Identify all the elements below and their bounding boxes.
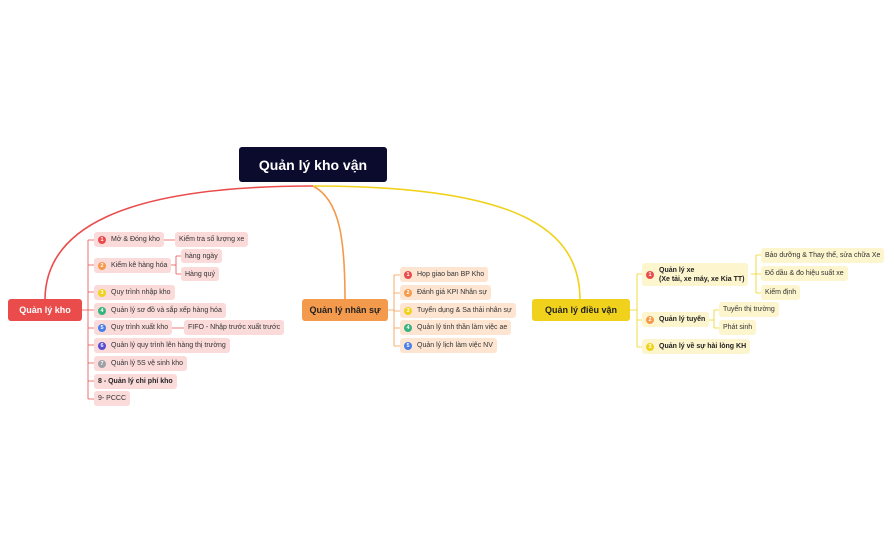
nhansu-item-2[interactable]: 2 Đánh giá KPI Nhân sự (400, 285, 492, 300)
link-root-kho (44, 185, 314, 301)
badge-2-icon: 2 (98, 261, 106, 270)
link-root-dieuvan (312, 185, 581, 301)
nhansu-item-3[interactable]: 3 Tuyển dụng & Sa thải nhân sự (400, 303, 516, 318)
badge-3-icon: 3 (98, 288, 106, 297)
dieuvan-item-2[interactable]: 2 Quản lý tuyến (642, 312, 710, 327)
kho-item-1-label: Mở & Đóng kho (111, 236, 160, 243)
dieuvan-item-3-label: Quản lý về sự hài lòng KH (659, 343, 747, 350)
kho-item-2-label: Kiểm kê hàng hóa (111, 262, 168, 269)
dieuvan-item-1-child-2[interactable]: Đổ dầu & đo hiệu suất xe (761, 266, 848, 281)
dieuvan-item-1-child-1[interactable]: Bảo dưỡng & Thay thế, sửa chữa Xe (761, 248, 885, 263)
badge-5-icon: 5 (404, 341, 412, 350)
link-dieuvan-children (630, 273, 642, 348)
kho-item-5-child-1[interactable]: FIFO - Nhập trước xuất trước (184, 320, 285, 335)
kho-item-2-child-2[interactable]: Hàng quý (181, 267, 219, 281)
nhansu-item-3-label: Tuyển dụng & Sa thải nhân sự (417, 307, 512, 314)
badge-1-icon: 1 (98, 235, 106, 244)
nhansu-item-1-label: Họp giao ban BP Kho (417, 271, 485, 278)
kho-item-8[interactable]: 8 - Quản lý chi phí kho (94, 374, 177, 389)
dieuvan-item-2-child-2[interactable]: Phát sinh (719, 320, 757, 335)
dieuvan-item-1[interactable]: 1 Quản lý xe (Xe tải, xe máy, xe Kia TT) (642, 263, 749, 286)
link-kho-sub (161, 239, 184, 329)
dieuvan-item-1-sublabel: (Xe tải, xe máy, xe Kia TT) (659, 275, 745, 283)
link-kho-children (82, 239, 94, 400)
nhansu-item-2-label: Đánh giá KPI Nhân sự (417, 289, 488, 296)
branch-kho[interactable]: Quản lý kho (8, 299, 82, 321)
badge-1-icon: 1 (646, 270, 654, 279)
dieuvan-item-2-child-1[interactable]: Tuyến thị trường (719, 302, 779, 317)
dieuvan-item-2-label: Quản lý tuyến (659, 316, 706, 323)
kho-item-1[interactable]: 1 Mở & Đóng kho (94, 232, 164, 247)
kho-item-2-child-1[interactable]: hàng ngày (181, 249, 222, 263)
badge-1-icon: 1 (404, 270, 412, 279)
badge-2-icon: 2 (404, 288, 412, 297)
branch-nhansu[interactable]: Quản lý nhân sự (302, 299, 388, 321)
link-root-nhansu (312, 185, 346, 301)
kho-item-5[interactable]: 5 Quy trình xuất kho (94, 320, 173, 335)
branch-dieuvan[interactable]: Quản lý điều vận (532, 299, 630, 321)
kho-item-7[interactable]: 7 Quản lý 5S vệ sinh kho (94, 356, 187, 371)
nhansu-item-5[interactable]: 5 Quản lý lịch làm việc NV (400, 338, 497, 353)
badge-7-icon: 7 (98, 359, 106, 368)
badge-4-icon: 4 (404, 323, 412, 332)
badge-6-icon: 6 (98, 341, 106, 350)
kho-item-6-label: Quản lý quy trình lên hàng thị trường (111, 342, 226, 349)
kho-item-4[interactable]: 4 Quản lý sơ đồ và sắp xếp hàng hóa (94, 303, 226, 318)
nhansu-item-5-label: Quản lý lịch làm việc NV (417, 342, 493, 349)
dieuvan-item-3[interactable]: 3 Quản lý về sự hài lòng KH (642, 339, 751, 354)
kho-item-2[interactable]: 2 Kiểm kê hàng hóa (94, 258, 172, 273)
nhansu-item-4[interactable]: 4 Quản lý tinh thần làm việc ae (400, 320, 512, 335)
kho-item-3-label: Quy trình nhập kho (111, 289, 171, 296)
kho-item-5-label: Quy trình xuất kho (111, 324, 169, 331)
nhansu-item-4-label: Quản lý tinh thần làm việc ae (417, 324, 508, 331)
badge-3-icon: 3 (646, 342, 654, 351)
badge-2-icon: 2 (646, 315, 654, 324)
nhansu-item-1[interactable]: 1 Họp giao ban BP Kho (400, 267, 489, 282)
dieuvan-item-1-child-3[interactable]: Kiểm định (761, 285, 801, 300)
kho-item-3[interactable]: 3 Quy trình nhập kho (94, 285, 175, 300)
kho-item-7-label: Quản lý 5S vệ sinh kho (111, 360, 183, 367)
link-dieuvan-sub (709, 254, 761, 329)
link-nhansu-children (388, 274, 400, 347)
dieuvan-item-1-label: Quản lý xe (659, 266, 695, 274)
badge-3-icon: 3 (404, 306, 412, 315)
kho-item-4-label: Quản lý sơ đồ và sắp xếp hàng hóa (111, 307, 222, 314)
badge-5-icon: 5 (98, 323, 106, 332)
root-topic[interactable]: Quản lý kho vận (239, 147, 387, 182)
kho-item-9[interactable]: 9- PCCC (94, 391, 131, 406)
kho-item-1-child-1[interactable]: Kiểm tra số lượng xe (175, 232, 249, 247)
kho-item-6[interactable]: 6 Quản lý quy trình lên hàng thị trường (94, 338, 230, 353)
badge-4-icon: 4 (98, 306, 106, 315)
